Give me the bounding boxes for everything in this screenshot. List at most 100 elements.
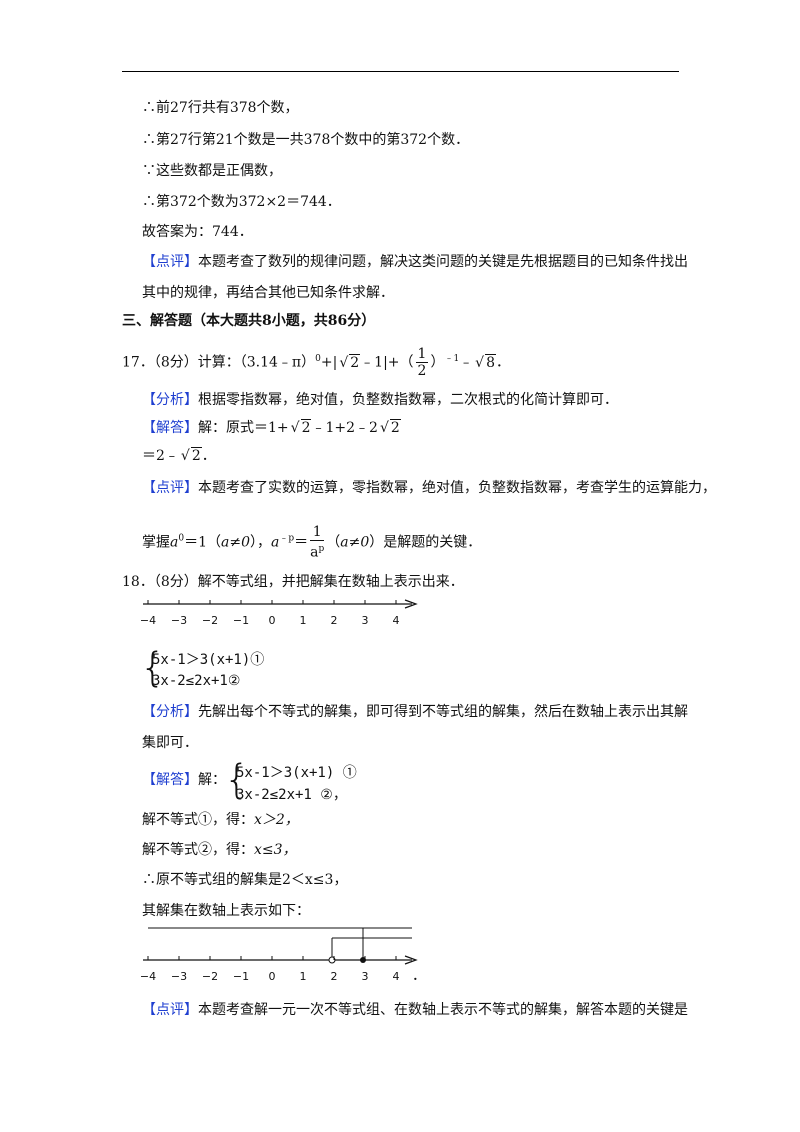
math-text: ） xyxy=(430,354,445,371)
answer-text: ﹣1+2﹣2 xyxy=(311,420,378,436)
sqrt-icon: √ xyxy=(339,354,349,371)
axis-tick-label: −2 xyxy=(202,970,218,983)
axis-tick-label: 4 xyxy=(393,970,400,983)
axis-tick-label: −1 xyxy=(233,970,249,983)
fraction-numerator: 1 xyxy=(310,524,325,541)
comment-text: ）， xyxy=(250,534,271,551)
comment-text: 其中的规律，再结合其他已知条件求解． xyxy=(142,285,394,301)
math-radicand: 2 xyxy=(349,353,361,371)
math-var: a xyxy=(170,534,179,551)
sqrt-icon: √ xyxy=(475,354,485,371)
axis-tick-label: 2 xyxy=(331,970,338,983)
math-sup: ﹣1 xyxy=(444,353,460,364)
comment-text: 掌握 xyxy=(142,534,170,551)
math-radicand: 8 xyxy=(485,353,497,371)
axis-tick-label: −2 xyxy=(202,614,218,627)
inequality-end: ， xyxy=(332,787,347,803)
text-line: ∴第27行第21个数是一共378个数中的第372个数． xyxy=(142,132,470,148)
answer-text: ． xyxy=(201,448,216,464)
math-text: ﹣1|+（ xyxy=(360,354,414,371)
comment-tag: 【点评】 xyxy=(142,1002,198,1018)
sqrt-icon: √ xyxy=(379,420,389,436)
math-cond: a≠0 xyxy=(340,534,370,551)
inequality-text: 3x-2≤2x+1 ② xyxy=(236,787,333,803)
comment: 【点评】本题考查了数列的规律问题，解决这类问题的关键是先根据题目的已知条件找出 xyxy=(142,252,688,272)
analysis: 【分析】先解出每个不等式的解集，即可得到不等式组的解集，然后在数轴上表示出其解 xyxy=(142,702,688,722)
axis-tick-label: 4 xyxy=(393,614,400,627)
inequality-1: 5x-1＞3(x+1)① xyxy=(152,652,265,668)
math-radicand: 2 xyxy=(300,419,312,436)
answer-text: 解：原式＝1+ xyxy=(198,420,289,436)
math-radicand: 2 xyxy=(190,447,202,464)
sqrt-icon: √ xyxy=(290,420,300,436)
step: ∴原不等式组的解集是2＜x≤3， xyxy=(142,872,348,888)
math-text: ． xyxy=(496,354,511,371)
section-title: 三、解答题（本大题共8小题，共86分） xyxy=(122,313,376,329)
question-prompt: （8分）计算： xyxy=(153,354,240,371)
question-number: 17． xyxy=(122,354,154,371)
axis-tick-label: −4 xyxy=(140,614,156,627)
analysis-text: 集即可． xyxy=(142,735,198,751)
math-var: a xyxy=(310,544,319,561)
math-cond: a≠0 xyxy=(221,534,250,551)
comment-text: ＝1（ xyxy=(184,534,222,551)
answer-text: ＝2﹣ xyxy=(142,448,179,464)
axis-tick-label: 0 xyxy=(269,970,276,983)
fraction-denominator: ap xyxy=(310,541,324,561)
brace-icon: { xyxy=(140,645,166,691)
answer-result: ＝2﹣√2． xyxy=(142,446,216,466)
comment-text: 本题考查了数列的规律问题，解决这类问题的关键是先根据题目的已知条件找出 xyxy=(198,254,688,270)
math-sup: ﹣p xyxy=(279,533,295,544)
question-number: 18． xyxy=(122,574,154,590)
analysis-tag: 【分析】 xyxy=(142,392,198,408)
axis-tick-label: −3 xyxy=(171,970,187,983)
text-line: ∴前27行共有378个数， xyxy=(142,100,299,116)
comment-text: ＝ xyxy=(294,534,309,551)
step-text: 解不等式②，得： xyxy=(142,842,254,858)
step-text: 解不等式①，得： xyxy=(142,812,254,828)
question-prompt: （8分）解不等式组，并把解集在数轴上表示出来． xyxy=(153,574,464,590)
analysis: 【分析】根据零指数幂，绝对值，负整数指数幂，二次根式的化简计算即可． xyxy=(142,390,618,410)
fraction-denominator: 2 xyxy=(417,363,427,379)
comment: 【点评】本题考查了实数的运算，零指数幂，绝对值，负整数指数幂，考查学生的运算能力… xyxy=(142,478,716,498)
step-result: x＞2， xyxy=(254,812,299,828)
inequality-2: 3x-2≤2x+1② xyxy=(152,673,241,689)
axis-tick-label: 0 xyxy=(269,614,276,627)
step: 解不等式②，得：x≤3， xyxy=(142,840,297,860)
analysis-text: 根据零指数幂，绝对值，负整数指数幂，二次根式的化简计算即可． xyxy=(198,392,618,408)
math-text: +| xyxy=(320,354,338,371)
axis-tick-label: −1 xyxy=(233,614,249,627)
header-rule xyxy=(122,71,679,72)
inequality-2: 3x-2≤2x+1 ②， xyxy=(236,785,347,805)
comment-tag: 【点评】 xyxy=(142,254,198,270)
comment-text: （ xyxy=(326,534,341,551)
step: 解不等式①，得：x＞2， xyxy=(142,810,299,830)
math-text: （3.14﹣π） xyxy=(239,354,316,371)
axis-tick-label: −4 xyxy=(140,970,156,983)
step: 其解集在数轴上表示如下： xyxy=(142,903,310,919)
analysis-tag: 【分析】 xyxy=(142,704,198,720)
sqrt-icon: √ xyxy=(180,448,190,464)
brace-icon: { xyxy=(224,757,250,803)
math-sup: 0 xyxy=(178,533,185,544)
inequality-1: 5x-1＞3(x+1) ① xyxy=(236,765,357,781)
analysis-text: 先解出每个不等式的解集，即可得到不等式组的解集，然后在数轴上表示出其解 xyxy=(198,704,688,720)
comment-text: 本题考查了实数的运算，零指数幂，绝对值，负整数指数幂，考查学生的运算能力， xyxy=(198,480,716,496)
math-radicand: 2 xyxy=(389,419,401,436)
axis-tick-label: 3 xyxy=(362,614,369,627)
axis-end-mark: ． xyxy=(412,968,426,984)
comment-tag: 【点评】 xyxy=(142,480,198,496)
fraction-numerator: 1 xyxy=(415,346,429,363)
axis-tick-label: −3 xyxy=(171,614,187,627)
text-line: ∵这些数都是正偶数， xyxy=(142,163,282,179)
answer-text: 解： xyxy=(198,772,226,788)
comment-text: 本题考查解一元一次不等式组、在数轴上表示不等式的解集，解答本题的关键是 xyxy=(198,1002,688,1018)
text-line: ∴第372个数为372×2＝744． xyxy=(142,194,341,210)
answer-tag: 【解答】 xyxy=(142,772,198,788)
